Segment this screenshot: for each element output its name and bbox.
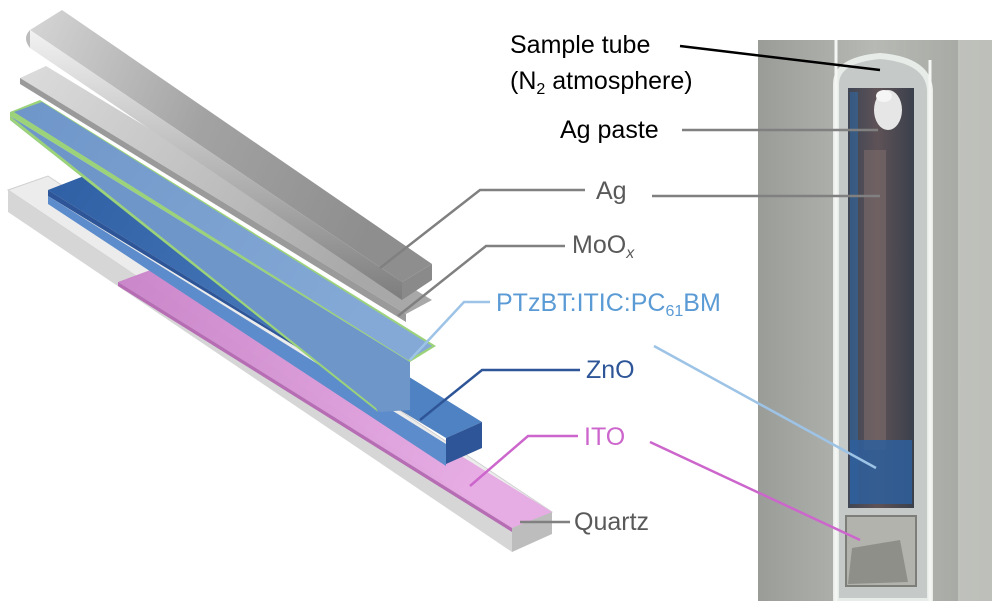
leader-blend-photo <box>653 344 877 470</box>
label-active-layer: PTzBT:ITIC:PC61BM <box>496 288 721 320</box>
label-n2-sub: 2 <box>536 81 546 98</box>
moox-layer <box>20 66 432 322</box>
leader-ag <box>379 188 585 269</box>
leader-ito <box>469 434 578 487</box>
label-ito: ITO <box>584 423 626 451</box>
leader-ito-photo <box>649 440 861 542</box>
ag-electrode <box>26 10 432 300</box>
label-ag: Ag <box>596 177 627 205</box>
leader-moox <box>397 244 565 317</box>
label-n2-atmosphere: (N2 atmosphere) <box>510 66 693 98</box>
label-blend-sub: 61 <box>665 303 684 320</box>
label-moox: MoOx <box>572 230 635 262</box>
active-layer <box>10 100 436 412</box>
label-moox-base: MoO <box>572 231 627 259</box>
label-sample-tube-line1: Sample tube <box>510 31 651 59</box>
leader-sample-tube <box>679 44 881 72</box>
label-moox-sub: x <box>626 245 635 262</box>
label-quartz: Quartz <box>574 508 650 536</box>
leader-blend <box>409 300 490 361</box>
label-blend-part1: PTzBT:ITIC:PC <box>496 289 666 317</box>
label-n2-open: (N <box>510 67 537 95</box>
label-ag-paste: Ag paste <box>560 116 659 144</box>
sample-tube-photo <box>758 40 992 601</box>
leader-zno <box>419 368 580 421</box>
label-sample-tube: Sample tube <box>510 30 650 60</box>
label-zno: ZnO <box>586 356 635 384</box>
label-blend-part2: BM <box>683 289 721 317</box>
leader-lines <box>379 44 881 542</box>
label-n2-rest: atmosphere) <box>545 67 693 95</box>
